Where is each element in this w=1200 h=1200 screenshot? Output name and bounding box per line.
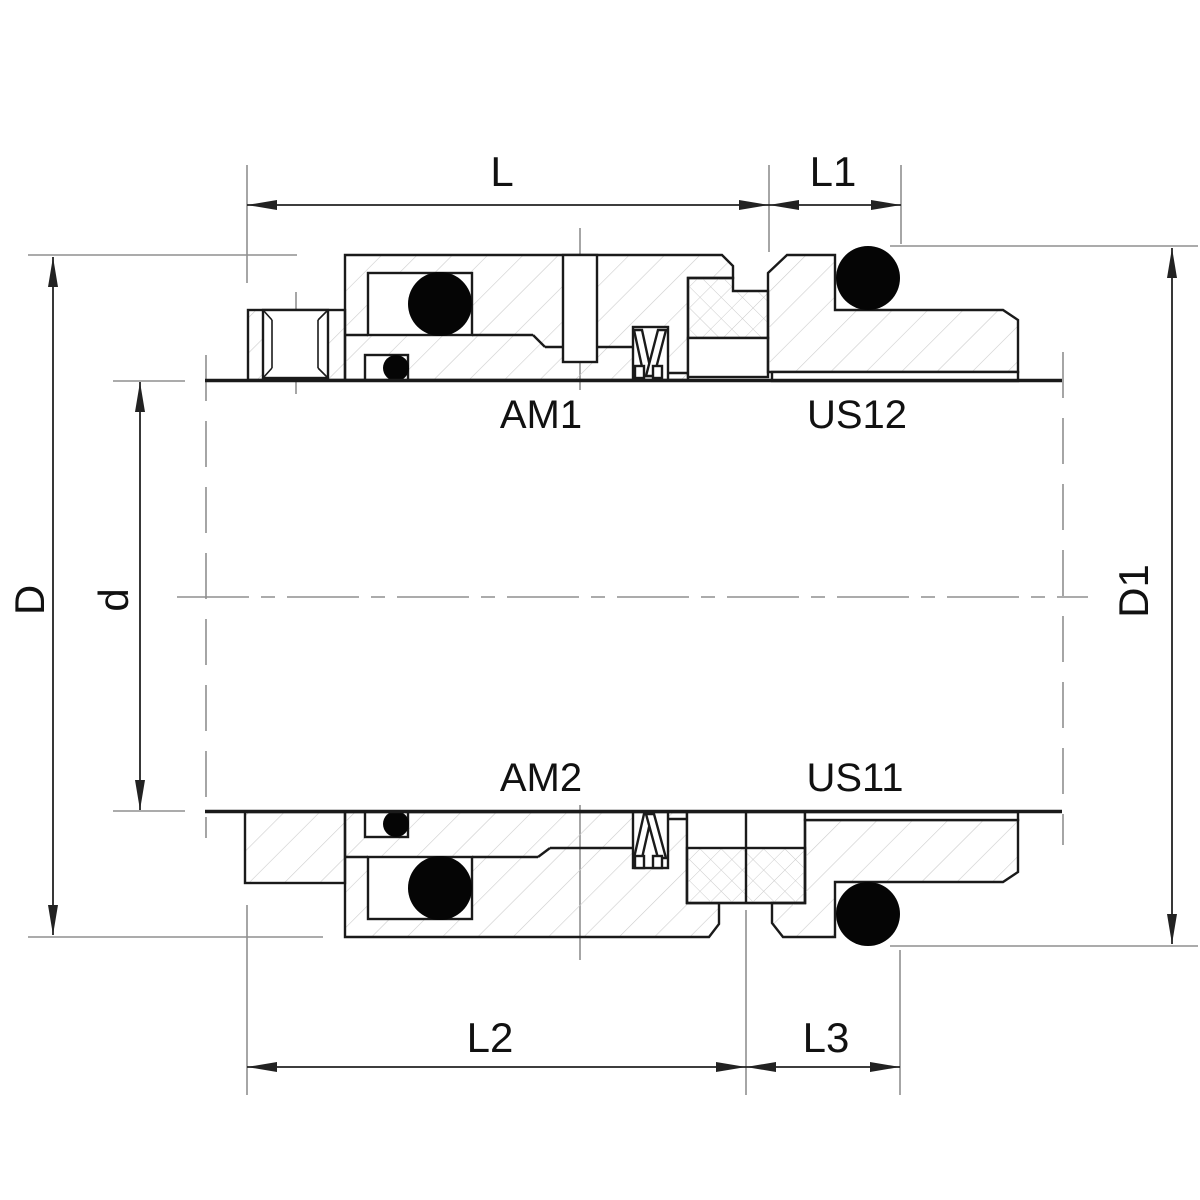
dimension-l bbox=[247, 200, 769, 210]
dimension-l1 bbox=[769, 200, 901, 210]
dim-d-label: D bbox=[6, 585, 53, 615]
dim-l1-label: L1 bbox=[810, 148, 857, 195]
o-ring-small-top bbox=[383, 355, 409, 381]
face-backing-top bbox=[686, 336, 770, 379]
dimension-d1 bbox=[1167, 248, 1177, 944]
seat-us11 bbox=[770, 818, 1020, 939]
top-assembly bbox=[246, 246, 1020, 383]
part-us11-label: US11 bbox=[806, 756, 903, 800]
set-screw bbox=[261, 308, 330, 380]
drive-pin-top bbox=[561, 253, 599, 364]
seal-face-top bbox=[686, 276, 770, 340]
retainer-inner-edges-top bbox=[345, 333, 688, 375]
retainer-inner-edges-bottom bbox=[345, 817, 687, 859]
spring-bottom bbox=[631, 810, 670, 870]
dim-l-label: L bbox=[490, 148, 513, 195]
dim-l3-label: L3 bbox=[803, 1014, 850, 1061]
dimension-d-outer bbox=[48, 257, 58, 935]
part-am1-label: AM1 bbox=[500, 393, 582, 437]
o-ring-large-top bbox=[408, 272, 472, 336]
spring-top bbox=[631, 325, 670, 382]
dim-d1-label: D1 bbox=[1110, 564, 1157, 618]
o-ring-large-bottom bbox=[408, 856, 472, 920]
bottom-assembly bbox=[243, 810, 1020, 946]
part-us12-label: US12 bbox=[807, 393, 907, 437]
o-ring-seat-bottom bbox=[836, 882, 900, 946]
dimension-l3 bbox=[746, 1062, 900, 1072]
drive-collar-bottom bbox=[243, 810, 347, 885]
dimension-d-shaft bbox=[135, 382, 145, 810]
dim-d-shaft-label: d bbox=[90, 588, 137, 611]
dimension-l2 bbox=[247, 1062, 746, 1072]
seal-faces-bottom bbox=[685, 810, 807, 905]
o-ring-small-bottom bbox=[383, 811, 409, 837]
part-am2-label: AM2 bbox=[500, 756, 582, 800]
dim-l2-label: L2 bbox=[467, 1014, 514, 1061]
o-ring-seat-top bbox=[836, 246, 900, 310]
